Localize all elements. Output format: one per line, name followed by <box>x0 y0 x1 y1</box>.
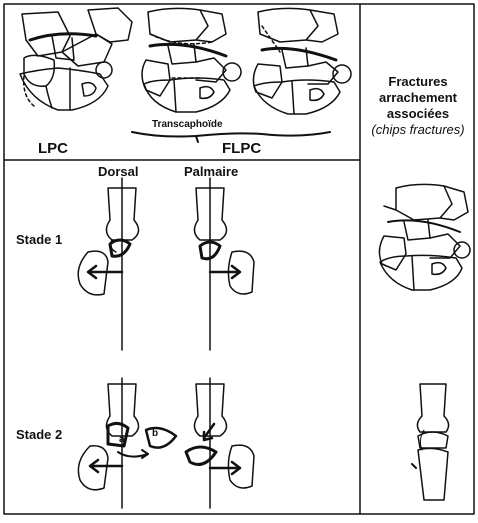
stade1-dorsal-drawing <box>78 178 138 350</box>
stade1-palmaire-drawing <box>194 178 254 350</box>
chips-fractures-heading: Fractures arrachement associées (chips f… <box>362 74 474 138</box>
chips-line-3: associées <box>362 106 474 122</box>
flpc-wrist-2-drawing <box>253 8 351 114</box>
lpc-wrist-drawing <box>20 8 132 110</box>
chips-line-1: Fractures <box>362 74 474 90</box>
stade2-dorsal-drawing <box>78 378 176 508</box>
transcaphoide-label: Transcaphoïde <box>152 119 223 130</box>
dorsal-label: Dorsal <box>98 164 138 179</box>
fragment-b-label: b <box>152 428 158 439</box>
flpc-brace <box>132 132 330 137</box>
chips-line-4: (chips fractures) <box>362 122 474 138</box>
chips-line-2: arrachement <box>362 90 474 106</box>
stade1-label: Stade 1 <box>16 232 62 247</box>
chips-wrist-drawing <box>379 184 470 290</box>
stade2-label: Stade 2 <box>16 427 62 442</box>
flpc-wrist-1-drawing <box>142 8 241 112</box>
palmaire-label: Palmaire <box>184 164 238 179</box>
fragment-a-label: a <box>119 434 125 445</box>
stade2-palmaire-drawing <box>186 378 254 508</box>
flpc-label: FLPC <box>222 140 261 157</box>
chips-finger-drawing <box>412 384 449 500</box>
lpc-label: LPC <box>38 140 68 157</box>
